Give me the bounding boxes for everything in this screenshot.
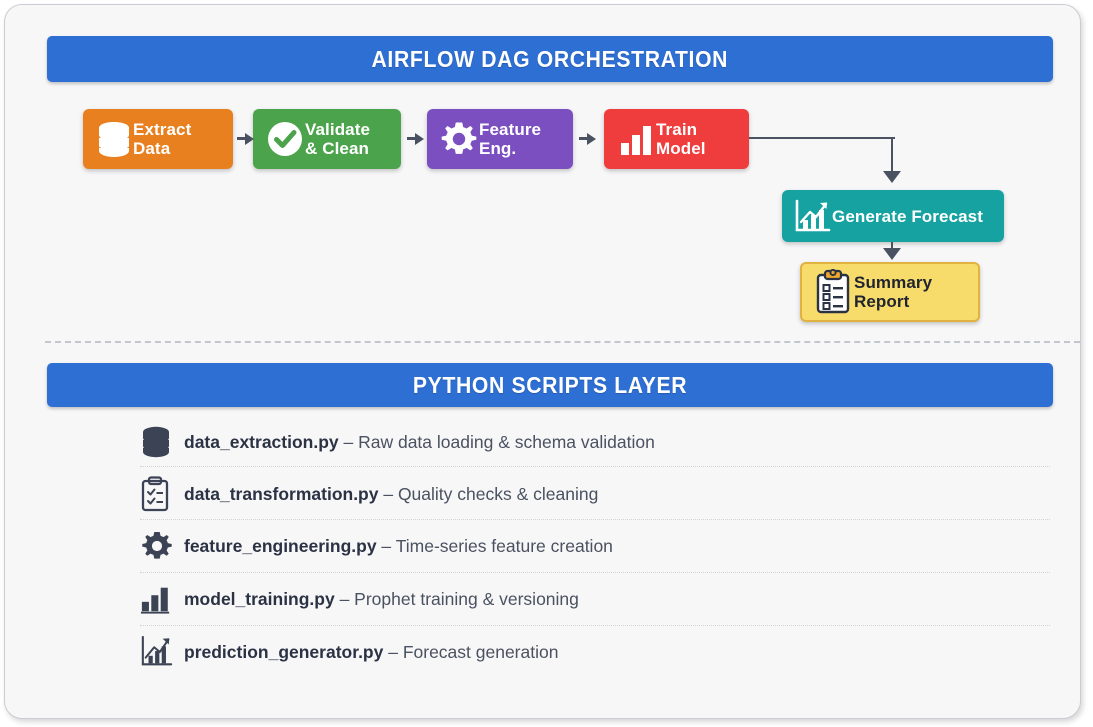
list-item-text: model_training.py – Prophet training & v… xyxy=(184,589,579,610)
bar-chart-icon xyxy=(616,119,656,159)
connector-feature-to-train xyxy=(579,137,587,140)
section-header-dag: AIRFLOW DAG ORCHESTRATION xyxy=(47,36,1053,82)
pipeline-node-train-model-label: Train Model xyxy=(656,120,706,158)
pipeline-node-train-model[interactable]: Train Model xyxy=(604,109,749,169)
script-name: prediction_generator.py xyxy=(184,641,384,662)
clipboard-list-icon xyxy=(812,269,854,315)
arrow-head-validate-to-feature xyxy=(415,133,424,145)
arrow-head-forecast-to-summary xyxy=(883,248,901,260)
list-item[interactable]: data_extraction.py – Raw data loading & … xyxy=(140,417,1050,467)
arrow-head-extract-to-validate xyxy=(245,133,254,145)
pipeline-node-validate-clean-label: Validate & Clean xyxy=(305,120,371,158)
script-name: data_extraction.py xyxy=(184,431,339,452)
chart-line-up-icon xyxy=(140,635,184,669)
pipeline-node-feature-eng-label: Feature Eng. xyxy=(479,120,542,158)
database-icon xyxy=(140,425,184,459)
connector-validate-to-feature xyxy=(407,137,415,140)
row-separator xyxy=(140,572,1050,573)
section-divider xyxy=(45,341,1080,343)
chart-line-up-icon xyxy=(794,198,832,234)
connector-extract-to-validate xyxy=(237,137,245,140)
pipeline-node-validate-clean[interactable]: Validate & Clean xyxy=(253,109,401,169)
list-item-text: data_extraction.py – Raw data loading & … xyxy=(184,432,655,453)
list-item[interactable]: prediction_generator.py – Forecast gener… xyxy=(140,627,1050,677)
bar-chart-icon xyxy=(140,583,184,615)
connector-forecast-to-summary xyxy=(891,242,893,250)
list-item-text: prediction_generator.py – Forecast gener… xyxy=(184,642,558,663)
script-desc: – Prophet training & versioning xyxy=(334,588,579,609)
pipeline-node-summary-report[interactable]: Summary Report xyxy=(800,262,980,322)
row-separator xyxy=(140,519,1050,520)
pipeline-node-extract-data[interactable]: Extract Data xyxy=(83,109,233,169)
list-item[interactable]: model_training.py – Prophet training & v… xyxy=(140,574,1050,624)
script-desc: – Raw data loading & schema validation xyxy=(338,431,655,452)
check-circle-icon xyxy=(265,119,305,159)
pipeline-node-generate-forecast-label: Generate Forecast xyxy=(832,206,983,226)
row-separator xyxy=(140,625,1050,626)
connector-train-to-forecast-vertical xyxy=(891,137,893,173)
database-icon xyxy=(95,119,133,159)
list-item-text: data_transformation.py – Quality checks … xyxy=(184,484,598,505)
clipboard-check-icon xyxy=(140,476,184,512)
script-desc: – Quality checks & cleaning xyxy=(378,483,599,504)
connector-train-to-forecast-horizontal xyxy=(749,137,895,139)
script-name: model_training.py xyxy=(184,588,335,609)
arrow-head-feature-to-train xyxy=(587,133,596,145)
arrow-head-train-to-forecast xyxy=(883,171,901,183)
gear-icon xyxy=(439,119,479,159)
list-item[interactable]: feature_engineering.py – Time-series fea… xyxy=(140,521,1050,571)
section-header-dag-label: AIRFLOW DAG ORCHESTRATION xyxy=(371,45,729,72)
section-header-python-label: PYTHON SCRIPTS LAYER xyxy=(412,371,688,398)
list-item-text: feature_engineering.py – Time-series fea… xyxy=(184,536,613,557)
script-name: feature_engineering.py xyxy=(184,535,377,556)
script-desc: – Time-series feature creation xyxy=(376,535,613,556)
pipeline-node-summary-report-label: Summary Report xyxy=(854,273,933,311)
pipeline-node-feature-eng[interactable]: Feature Eng. xyxy=(427,109,573,169)
diagram-card: AIRFLOW DAG ORCHESTRATION Extract Data xyxy=(4,4,1081,719)
section-header-python: PYTHON SCRIPTS LAYER xyxy=(47,363,1053,407)
pipeline-node-generate-forecast[interactable]: Generate Forecast xyxy=(782,190,1004,242)
pipeline-node-extract-data-label: Extract Data xyxy=(133,120,192,158)
row-separator xyxy=(140,466,1050,467)
gear-icon xyxy=(140,529,184,563)
script-desc: – Forecast generation xyxy=(383,641,559,662)
list-item[interactable]: data_transformation.py – Quality checks … xyxy=(140,469,1050,519)
script-name: data_transformation.py xyxy=(184,483,379,504)
